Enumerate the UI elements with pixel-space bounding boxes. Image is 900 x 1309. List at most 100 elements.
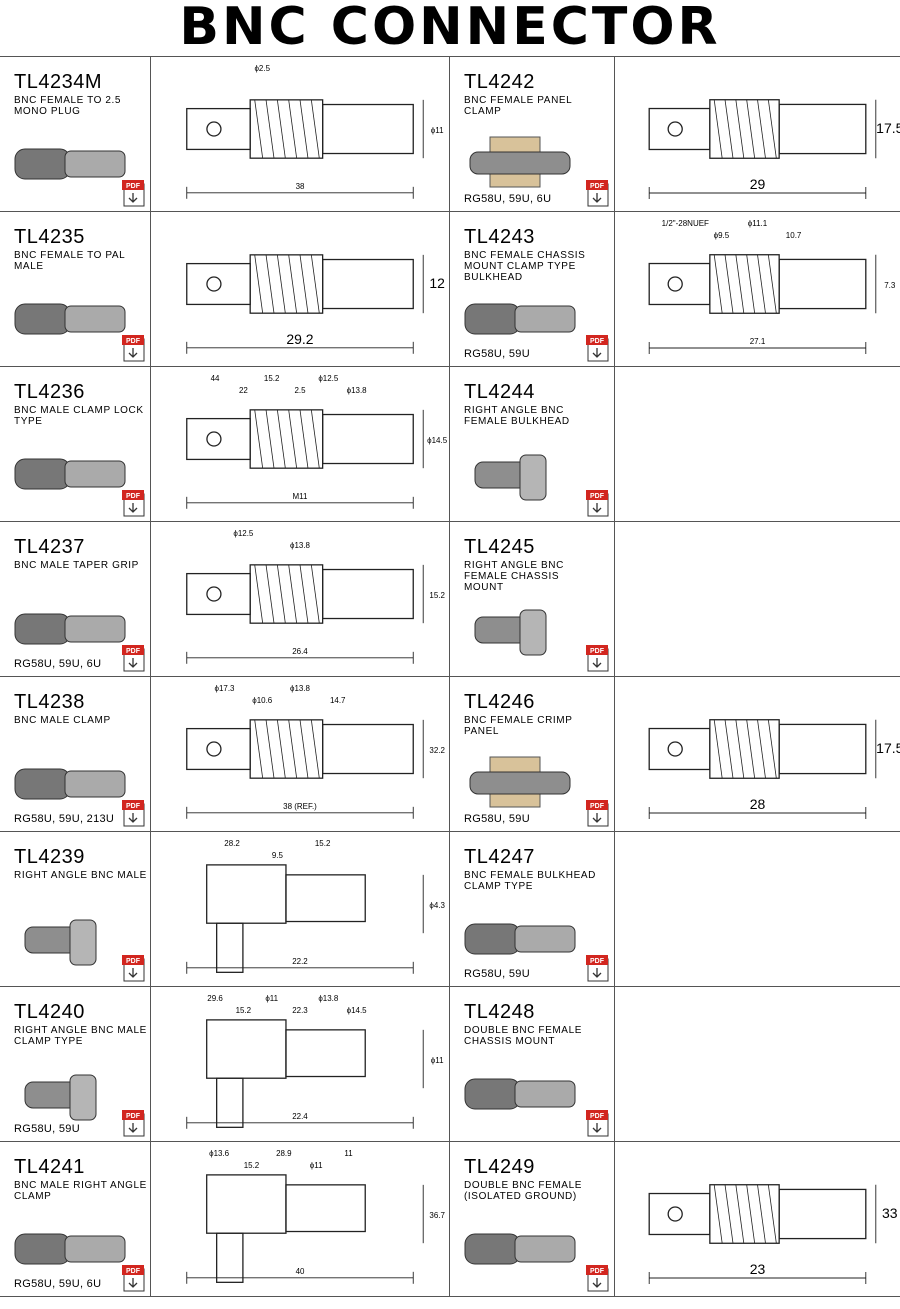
- pdf-download-icon[interactable]: PDF: [122, 955, 146, 982]
- product-code: TL4238: [14, 691, 85, 713]
- dimension-label: ϕ12.5: [318, 374, 339, 383]
- dimension-label: 38: [296, 182, 305, 191]
- pdf-download-icon[interactable]: PDF: [122, 490, 146, 517]
- product-description: BNC FEMALE PANEL CLAMP: [464, 95, 572, 117]
- pdf-download-icon[interactable]: PDF: [122, 1110, 146, 1137]
- dimension-label: 22: [239, 386, 248, 395]
- dimension-label: 22.4: [292, 1112, 308, 1121]
- pdf-download-icon[interactable]: PDF: [586, 1110, 610, 1137]
- dimension-label: 11: [344, 1149, 353, 1158]
- technical-drawing: 28.29.515.2ϕ4.322.2: [186, 839, 445, 974]
- cable-types: RG58U, 59U: [464, 813, 530, 825]
- pdf-download-icon[interactable]: PDF: [122, 180, 146, 207]
- pdf-download-icon[interactable]: PDF: [122, 800, 146, 827]
- product-code: TL4242: [464, 71, 535, 93]
- pdf-download-icon[interactable]: PDF: [122, 1265, 146, 1292]
- pdf-download-icon[interactable]: PDF: [586, 645, 610, 672]
- dimension-label: 14.7: [330, 696, 346, 705]
- dimension-label: ϕ11: [310, 1161, 323, 1170]
- product-description: BNC MALE RIGHT ANGLE CLAMP: [14, 1180, 147, 1202]
- pdf-download-icon[interactable]: PDF: [122, 645, 146, 672]
- product-photo: [14, 148, 126, 180]
- dimension-label: ϕ13.8: [318, 994, 339, 1003]
- product-photo: [474, 609, 547, 656]
- cable-types: RG58U, 59U: [464, 968, 530, 980]
- pdf-download-icon[interactable]: PDF: [586, 335, 610, 362]
- dimension-label: 29: [750, 176, 766, 192]
- product-photo: [464, 1078, 576, 1110]
- product-description: BNC MALE CLAMP LOCK TYPE: [14, 405, 144, 427]
- dimension-label: 15.2: [429, 591, 445, 600]
- cable-types: RG58U, 59U: [14, 1123, 80, 1135]
- dimension-label: 15.2: [236, 1006, 252, 1015]
- product-photo: [14, 613, 126, 645]
- product-description: BNC FEMALE TO 2.5 MONO PLUG: [14, 95, 122, 117]
- dimension-label: 38 (REF.): [283, 802, 317, 811]
- product-description: DOUBLE BNC FEMALE CHASSIS MOUNT: [464, 1025, 583, 1047]
- product-code: TL4243: [464, 226, 535, 248]
- product-photo: [464, 1233, 576, 1265]
- product-description: DOUBLE BNC FEMALE (ISOLATED GROUND): [464, 1180, 583, 1202]
- dimension-label: 9.5: [272, 851, 284, 860]
- product-description: RIGHT ANGLE BNC MALE: [14, 870, 147, 881]
- page-title: BNC CONNECTOR: [179, 0, 721, 57]
- dimension-label: ϕ13.8: [290, 684, 311, 693]
- cable-types: RG58U, 59U, 6U: [464, 193, 552, 205]
- product-code: TL4247: [464, 846, 535, 868]
- pdf-download-icon[interactable]: PDF: [586, 955, 610, 982]
- dimension-label: ϕ2.5: [254, 64, 270, 73]
- technical-drawing: 17.529: [648, 99, 900, 199]
- product-photo: [14, 768, 126, 800]
- dimension-label: ϕ14.5: [347, 1006, 368, 1015]
- pdf-download-icon[interactable]: PDF: [586, 180, 610, 207]
- product-description: RIGHT ANGLE BNC FEMALE CHASSIS MOUNT: [464, 560, 564, 593]
- dimension-label: ϕ12.5: [233, 529, 254, 538]
- dimension-label: 22.3: [292, 1006, 308, 1015]
- svg-text:PDF: PDF: [590, 1268, 605, 1275]
- dimension-label: 32.2: [429, 746, 445, 755]
- dimension-label: ϕ17.3: [215, 684, 236, 693]
- technical-drawing-cell: [615, 367, 900, 521]
- product-description: BNC MALE CLAMP: [14, 715, 111, 726]
- product-code: TL4248: [464, 1001, 535, 1023]
- technical-drawing: 17.528: [648, 719, 900, 819]
- dimension-label: 12: [429, 275, 445, 291]
- product-description: BNC MALE TAPER GRIP: [14, 560, 139, 571]
- dimension-label: 2.5: [294, 386, 306, 395]
- product-photo: [24, 1074, 97, 1121]
- pdf-download-icon[interactable]: PDF: [122, 335, 146, 362]
- svg-text:PDF: PDF: [590, 183, 605, 190]
- pdf-download-icon[interactable]: PDF: [586, 490, 610, 517]
- dimension-label: M11: [293, 492, 308, 501]
- product-description: BNC FEMALE BULKHEAD CLAMP TYPE: [464, 870, 596, 892]
- product-photo: [24, 919, 97, 966]
- svg-text:PDF: PDF: [126, 1113, 141, 1120]
- pdf-download-icon[interactable]: PDF: [586, 1265, 610, 1292]
- pdf-download-icon[interactable]: PDF: [586, 800, 610, 827]
- svg-text:PDF: PDF: [590, 493, 605, 500]
- svg-text:PDF: PDF: [126, 648, 141, 655]
